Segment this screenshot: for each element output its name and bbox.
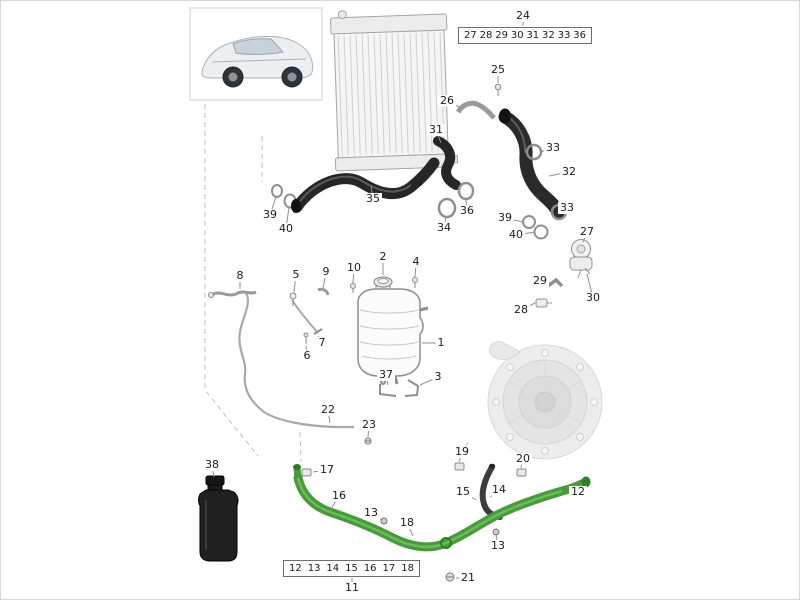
part-label-3: 3 <box>432 369 444 384</box>
hose-31 <box>433 136 461 190</box>
legend-box-bottom: 12 13 14 15 16 17 18 <box>283 560 420 577</box>
oil-bottle <box>198 475 239 562</box>
sensor-28 <box>535 298 552 308</box>
part-label-20: 20 <box>514 451 532 466</box>
legend-number-13: 13 <box>307 563 321 574</box>
bolt-25 <box>494 83 502 96</box>
coolant-pipe-8-22 <box>208 290 354 429</box>
part-label-1: 1 <box>435 335 447 350</box>
clip-20 <box>516 468 527 477</box>
part-label-21: 21 <box>459 570 477 585</box>
legend-number-32: 32 <box>542 30 555 41</box>
part-label-35: 35 <box>364 191 382 206</box>
part-label-2: 2 <box>377 249 389 264</box>
part-label-37: 37 <box>377 367 395 382</box>
hose-piece-9 <box>317 287 330 296</box>
legend-number-15: 15 <box>345 563 358 574</box>
transmission-housing-illustration <box>487 341 603 460</box>
part-label-24: 24 <box>514 8 532 23</box>
fitting-5 <box>289 292 297 306</box>
part-label-14: 14 <box>490 482 508 497</box>
part-label-11: 11 <box>343 580 361 595</box>
part-label-9: 9 <box>320 264 332 279</box>
part-label-6: 6 <box>301 348 313 363</box>
part-label-33: 33 <box>558 200 576 215</box>
bolt-10 <box>350 283 356 293</box>
part-label-5: 5 <box>290 267 302 282</box>
part-label-36: 36 <box>458 203 476 218</box>
legend-number-28: 28 <box>479 30 493 41</box>
part-label-19: 19 <box>453 444 471 459</box>
clip-7 <box>313 328 323 335</box>
screw-21 <box>445 572 455 582</box>
bolt-13-left <box>380 517 388 525</box>
legend-number-17: 17 <box>382 563 396 574</box>
part-label-16: 16 <box>330 488 348 503</box>
car-thumbnail <box>201 35 314 88</box>
part-label-39: 39 <box>496 210 514 225</box>
part-label-34: 34 <box>435 220 453 235</box>
connector-26 <box>455 100 496 120</box>
part-label-33: 33 <box>544 140 562 155</box>
expansion-tank <box>357 276 429 385</box>
bracket-3 <box>404 379 420 397</box>
bolt-4 <box>412 277 418 288</box>
part-label-13: 13 <box>489 538 507 553</box>
part-label-18: 18 <box>398 515 416 530</box>
legend-number-30: 30 <box>510 30 524 41</box>
bolt-6 <box>303 332 309 344</box>
clip-17 <box>301 468 312 477</box>
legend-number-14: 14 <box>326 563 340 574</box>
part-label-4: 4 <box>410 254 422 269</box>
part-label-28: 28 <box>512 302 530 317</box>
part-label-17: 17 <box>318 462 336 477</box>
bolt-23 <box>364 437 372 445</box>
part-label-31: 31 <box>427 122 445 137</box>
legend-number-18: 18 <box>401 563 414 574</box>
legend-number-12: 12 <box>289 563 302 574</box>
part-label-22: 22 <box>319 402 337 417</box>
part-label-23: 23 <box>360 417 378 432</box>
radiator-illustration <box>330 10 459 172</box>
legend-number-16: 16 <box>363 563 377 574</box>
fitting-29 <box>546 277 564 288</box>
part-label-13: 13 <box>362 505 380 520</box>
part-label-25: 25 <box>489 62 507 77</box>
part-label-8: 8 <box>234 268 246 283</box>
green-hose-assembly <box>293 464 591 552</box>
bracket-37 <box>379 379 397 397</box>
clip-19 <box>454 462 465 471</box>
part-label-10: 10 <box>345 260 363 275</box>
part-label-32: 32 <box>560 164 578 179</box>
part-label-40: 40 <box>277 221 295 236</box>
part-label-39: 39 <box>261 207 279 222</box>
part-label-12: 12 <box>569 484 587 499</box>
legend-number-27: 27 <box>464 30 477 41</box>
legend-number-36: 36 <box>573 30 586 41</box>
o-rings-right <box>522 215 549 240</box>
hose-32 <box>498 108 565 220</box>
part-label-26: 26 <box>438 93 456 108</box>
legend-number-33: 33 <box>557 30 571 41</box>
water-pump-27 <box>569 239 593 279</box>
part-label-38: 38 <box>203 457 221 472</box>
part-label-15: 15 <box>454 484 472 499</box>
legend-number-29: 29 <box>495 30 508 41</box>
part-label-27: 27 <box>578 224 596 239</box>
part-label-30: 30 <box>584 290 602 305</box>
radiator-hose-35 <box>291 157 440 213</box>
legend-number-31: 31 <box>526 30 540 41</box>
part-label-29: 29 <box>531 273 549 288</box>
part-label-7: 7 <box>316 335 328 350</box>
part-label-40: 40 <box>507 227 525 242</box>
